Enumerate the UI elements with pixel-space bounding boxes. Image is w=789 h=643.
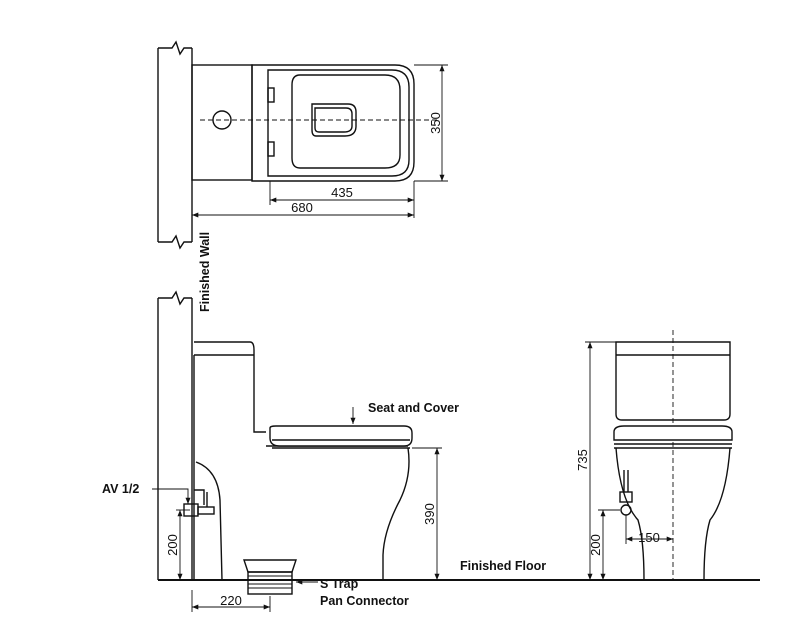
dim-overall-depth: 680: [192, 200, 414, 218]
pan-connector-label: Pan Connector: [320, 594, 409, 608]
plan-wall: [157, 40, 193, 250]
dim-seat-depth: 435: [269, 181, 415, 218]
front-bowl-left: [615, 447, 645, 581]
plan-tank: [191, 64, 253, 181]
side-seat-cover: [269, 425, 413, 447]
av-label: AV 1/2: [102, 482, 139, 496]
side-bowl-front: [382, 447, 410, 580]
dim-av-height-side: 200: [165, 509, 190, 580]
front-angle-valve: [619, 470, 633, 516]
dim-av-height-front: 200: [588, 509, 620, 580]
dim-seat-depth-label: 435: [331, 185, 353, 200]
plan-bowl: [251, 64, 415, 182]
dim-seat-width: 350: [414, 64, 448, 182]
front-tank: [615, 341, 731, 421]
s-trap-pan-connector: [243, 559, 297, 595]
dim-overall-height: 735: [575, 341, 616, 580]
seat-and-cover-label: Seat and Cover: [368, 401, 459, 415]
plan-view: 350 435 680: [157, 40, 448, 250]
front-seat-cover: [613, 425, 733, 441]
side-tank: [194, 341, 266, 433]
finished-floor-label: Finished Floor: [460, 559, 546, 573]
plan-seat: [267, 69, 410, 177]
side-trapway: [195, 461, 223, 581]
side-view: 200 390 220: [152, 290, 560, 612]
dim-overall-height-label: 735: [575, 449, 590, 471]
dim-outlet-offset-label: 220: [220, 593, 242, 608]
side-wall: [157, 290, 193, 580]
dim-overall-depth-label: 680: [291, 200, 313, 215]
dim-seat-height-label: 390: [422, 503, 437, 525]
side-angle-valve: [183, 489, 215, 517]
front-bowl-right: [703, 447, 731, 581]
dim-seat-width-label: 350: [428, 112, 443, 134]
finished-wall-label: Finished Wall: [198, 232, 212, 312]
dim-av-height-front-label: 200: [588, 534, 603, 556]
dim-seat-height: 390: [412, 447, 442, 580]
dim-outlet-offset: 220: [191, 590, 271, 612]
s-trap-label: S Trap: [320, 577, 359, 591]
plan-bowl-opening: [311, 103, 357, 137]
front-view: 735 200 150: [555, 330, 760, 581]
dim-av-height-side-label: 200: [165, 534, 180, 556]
dim-av-offset: 150: [625, 515, 673, 545]
dim-av-offset-label: 150: [638, 530, 660, 545]
